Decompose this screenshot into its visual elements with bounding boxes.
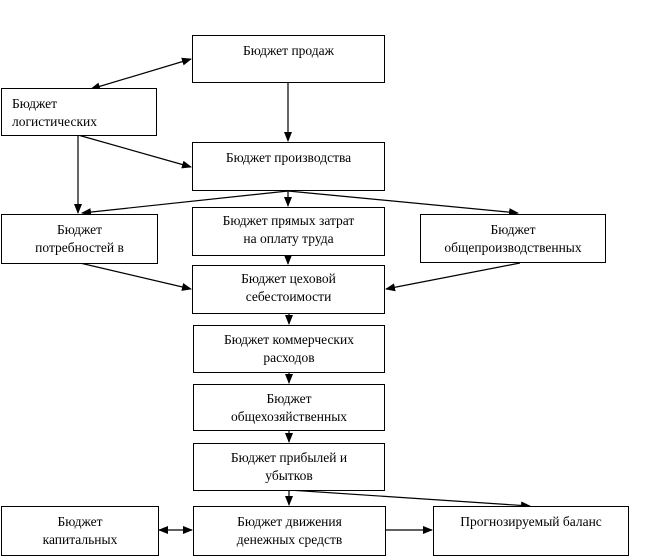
node-label: на оплату труда xyxy=(243,231,334,246)
node-label: общехозяйственных xyxy=(230,409,348,424)
node-label: Бюджет xyxy=(57,514,103,529)
node-commercial-budget: Бюджет коммерческих расходов xyxy=(193,325,385,373)
node-label: Прогнозируемый баланс xyxy=(460,514,602,529)
node-labor-budget: Бюджет прямых затрат на оплату труда xyxy=(192,207,385,256)
arrow-overhead-shop xyxy=(385,262,521,292)
arrow-logistics-production xyxy=(77,134,192,169)
node-label: Бюджет xyxy=(56,222,103,237)
node-profit-budget: Бюджет прибылей и убытков xyxy=(193,443,385,491)
node-general-budget: Бюджет общехозяйственных xyxy=(193,384,385,431)
node-sales-budget: Бюджет продаж xyxy=(192,35,385,83)
arrow-profit-balance xyxy=(288,489,531,510)
arrow-needs-shop xyxy=(79,262,192,291)
node-label: Бюджет прибылей и xyxy=(230,450,348,465)
node-label: Бюджет движения xyxy=(237,514,342,529)
arrow-sales-logistics xyxy=(90,57,192,91)
node-shop-cost-budget: Бюджет цеховой себестоимости xyxy=(192,265,385,314)
node-label: себестоимости xyxy=(245,289,332,304)
node-label: Бюджет xyxy=(490,222,536,237)
node-label: капитальных xyxy=(42,532,118,547)
node-label: логистических xyxy=(12,114,98,129)
node-label: Бюджет цеховой xyxy=(241,271,336,286)
node-label: убытков xyxy=(265,468,313,483)
node-forecast-balance: Прогнозируемый баланс xyxy=(433,506,629,556)
arrow-production-overhead xyxy=(287,190,519,217)
node-cash-flow-budget: Бюджет движения денежных средств xyxy=(193,506,386,556)
node-logistics-budget: Бюджет логистических xyxy=(1,88,157,136)
node-label: расходов xyxy=(263,350,315,365)
node-label: общепроизводственных xyxy=(444,240,582,255)
node-capital-budget: Бюджет капитальных xyxy=(1,506,159,556)
node-label: Бюджет xyxy=(266,391,312,406)
node-label: Бюджет прямых затрат xyxy=(222,213,355,228)
node-needs-budget: Бюджет потребностей в xyxy=(1,214,158,264)
node-label: Бюджет коммерческих xyxy=(224,332,354,347)
node-label: Бюджет продаж xyxy=(243,43,334,58)
node-label: денежных средств xyxy=(236,532,343,547)
node-production-budget: Бюджет производства xyxy=(192,142,385,191)
node-label: потребностей в xyxy=(35,240,124,255)
node-label: Бюджет xyxy=(12,96,58,111)
node-overhead-budget: Бюджет общепроизводственных xyxy=(420,214,606,263)
arrow-production-needs xyxy=(81,190,289,217)
node-label: Бюджет производства xyxy=(225,150,352,165)
